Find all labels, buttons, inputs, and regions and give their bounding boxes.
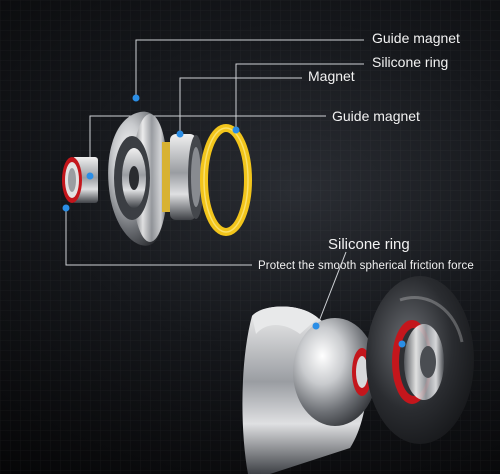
marker-dot <box>62 204 70 212</box>
marker-dot <box>132 94 140 102</box>
leader-line-guide-magnet-top <box>135 39 364 96</box>
label-guide-magnet-top: Guide magnet <box>372 30 460 46</box>
label-magnet: Magnet <box>308 68 355 84</box>
small-guide-magnet <box>62 157 98 203</box>
leader-line-protect <box>65 208 252 266</box>
leader-lines <box>65 39 364 325</box>
leader-line-silicone-ring-top <box>235 63 364 128</box>
yellow-silicone-ring <box>200 124 252 236</box>
assembled-housing <box>242 306 377 474</box>
chrome-dome-cup <box>108 111 168 246</box>
label-protect-text: Protect the smooth spherical friction fo… <box>258 260 474 272</box>
label-silicone-ring-bottom: Silicone ring <box>328 236 410 253</box>
marker-dot <box>312 322 320 330</box>
magnet-stack <box>162 134 204 220</box>
label-silicone-ring-top: Silicone ring <box>372 54 449 70</box>
marker-dot <box>232 126 240 134</box>
marker-dot <box>86 172 94 180</box>
marker-dots <box>62 94 406 348</box>
marker-dot <box>176 130 184 138</box>
leader-line-magnet <box>179 77 302 132</box>
leader-line-silicone-ring-bottom <box>317 251 347 325</box>
label-guide-magnet-right: Guide magnet <box>332 108 420 124</box>
marker-dot <box>398 340 406 348</box>
leader-line-guide-magnet-right <box>89 115 326 176</box>
dark-dome-cover <box>366 276 474 444</box>
